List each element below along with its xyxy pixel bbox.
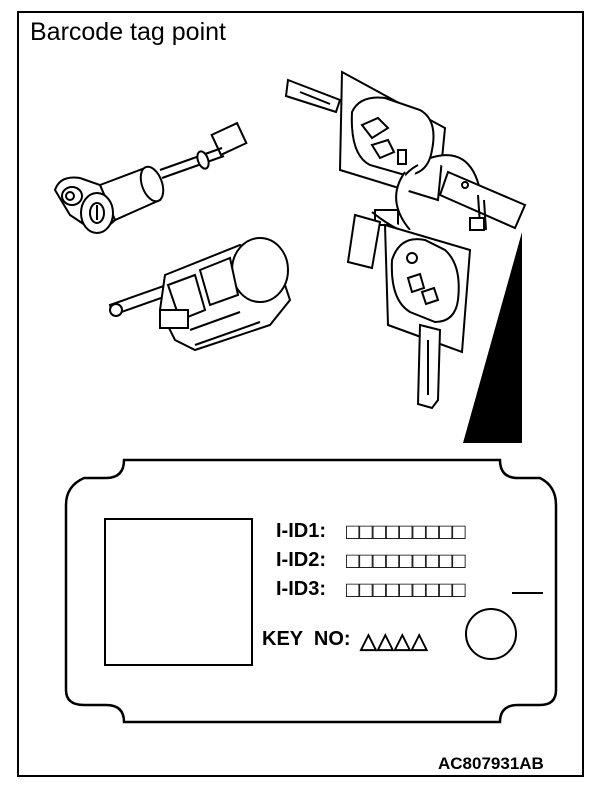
id2-label: I-ID2: (276, 549, 326, 571)
hole-circle (465, 608, 517, 660)
door-lock-cylinder-icon (53, 121, 248, 234)
remote-key-icon (284, 70, 527, 231)
id2-code: □□□□□□□□□ (346, 548, 466, 573)
id3-label: I-ID3: (276, 578, 326, 600)
key-tag-icon (346, 164, 472, 410)
id3-code: □□□□□□□□□ (346, 577, 466, 602)
key-no-value: △△△△ (359, 628, 429, 653)
figure-frame (17, 11, 584, 777)
key-no-label: KEY NO: (262, 628, 351, 650)
barcode-box (104, 518, 253, 666)
figure-code: AC807931AB (438, 754, 544, 773)
pointer-wedge (463, 232, 522, 443)
ignition-lock-cylinder-icon (108, 237, 292, 352)
figure-title: Barcode tag point (30, 18, 226, 46)
id1-label: I-ID1: (276, 520, 326, 542)
id1-code: □□□□□□□□□ (346, 519, 466, 544)
